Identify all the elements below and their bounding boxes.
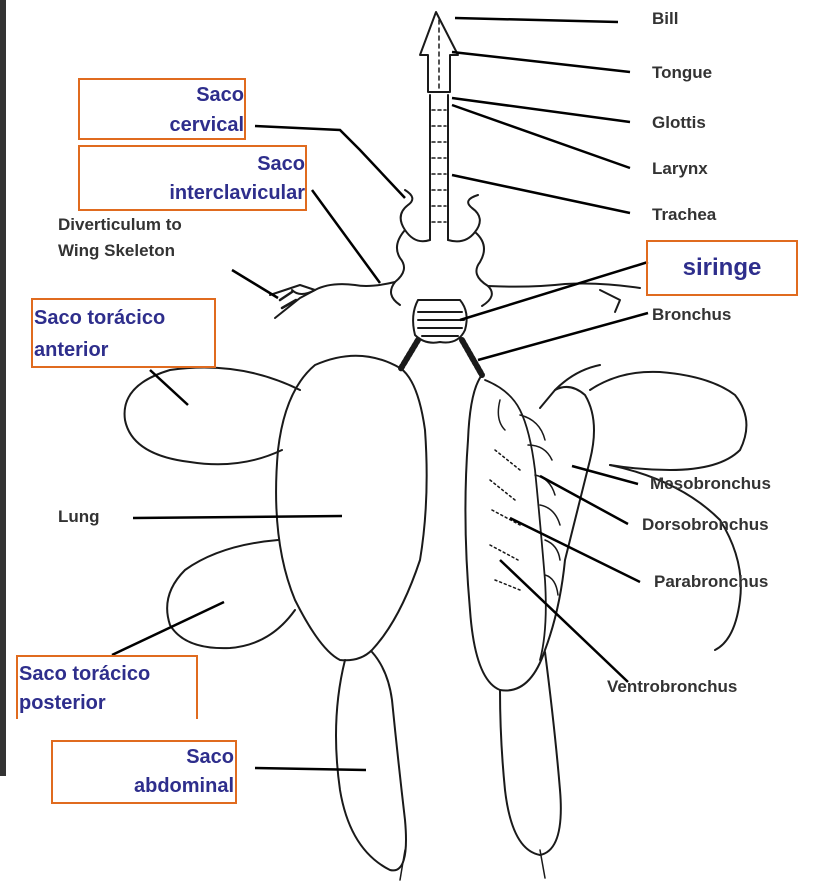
leader-diverticulum — [232, 270, 278, 298]
label-glottis: Glottis — [652, 113, 706, 133]
lung-right-shape — [465, 375, 594, 691]
leader-bronchus — [478, 313, 648, 360]
label-siringe: siringe — [646, 254, 798, 282]
leader-interclavicular — [312, 190, 380, 283]
label-saco-cervical-line2: cervical — [78, 113, 244, 137]
label-saco-toracico-anterior-line1: Saco torácico — [34, 306, 165, 330]
leader-bill — [455, 18, 618, 22]
label-ventrobronchus: Ventrobronchus — [607, 677, 737, 697]
label-lung: Lung — [58, 507, 100, 527]
label-diverticulum-line1: Diverticulum to — [58, 215, 182, 235]
leader-parabronchus — [510, 518, 640, 582]
label-trachea: Trachea — [652, 205, 716, 225]
abdominal-sac-right-shape — [500, 652, 561, 855]
label-tongue: Tongue — [652, 63, 712, 83]
leader-ventrobronchus — [500, 560, 628, 682]
label-saco-toracico-posterior-line1: Saco torácico — [19, 662, 150, 686]
label-saco-interclavicular-line1: Saco — [78, 152, 305, 176]
label-dorsobronchus: Dorsobronchus — [642, 515, 769, 535]
lung-left-shape — [276, 356, 427, 661]
leader-abdominal — [255, 768, 366, 770]
label-saco-toracico-posterior-line2: posterior — [19, 691, 106, 715]
leader-anterior-thoracic — [150, 370, 188, 405]
label-saco-abdominal-line2: abdominal — [51, 774, 234, 798]
label-larynx: Larynx — [652, 159, 708, 179]
label-parabronchus: Parabronchus — [654, 572, 768, 592]
anterior-thoracic-sac-shape — [125, 368, 300, 465]
abdominal-sac-left-shape — [336, 652, 406, 870]
leader-glottis — [452, 98, 630, 122]
label-saco-cervical-line1: Saco — [78, 83, 244, 107]
label-saco-toracico-anterior-line2: anterior — [34, 338, 108, 362]
label-saco-interclavicular-line2: interclavicular — [78, 181, 305, 205]
label-bill: Bill — [652, 9, 678, 29]
label-diverticulum-line2: Wing Skeleton — [58, 241, 175, 261]
leader-siringe — [460, 262, 648, 320]
trachea-shape — [430, 95, 448, 240]
posterior-thoracic-sac-shape — [167, 540, 295, 648]
label-mesobronchus: Mesobronchus — [650, 474, 771, 494]
leader-lung — [133, 516, 342, 518]
leader-larynx — [452, 105, 630, 168]
leader-trachea — [452, 175, 630, 213]
label-saco-abdominal-line1: Saco — [51, 745, 234, 769]
leader-tongue — [452, 52, 630, 72]
label-bronchus: Bronchus — [652, 305, 731, 325]
right-anterior-sac-shape — [590, 372, 746, 470]
